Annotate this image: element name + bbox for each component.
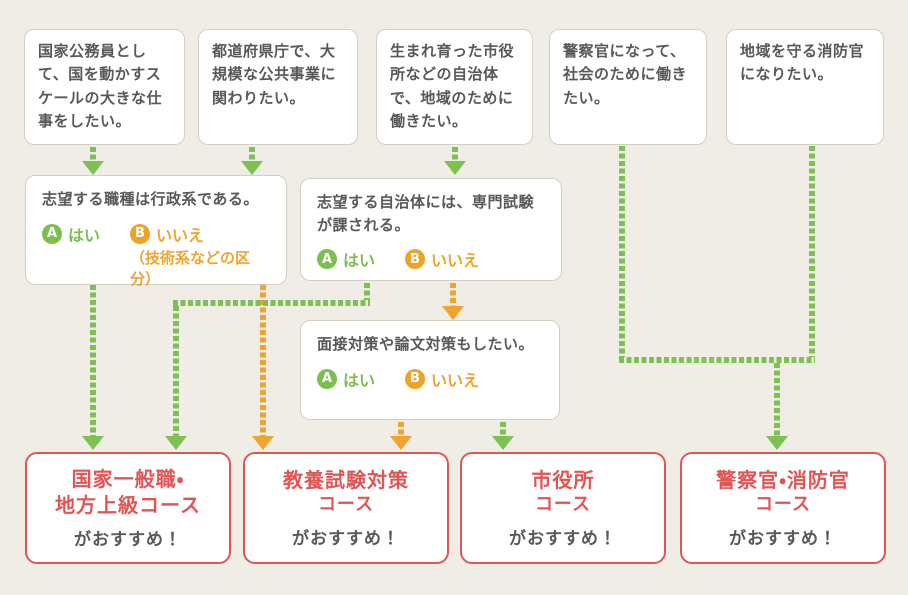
course-line2: コース (534, 494, 592, 516)
statement-box-national: 国家公務員として、国を動かすスケールの大きな仕事をしたい。 (24, 29, 185, 145)
option-a-label: はい (343, 370, 376, 390)
question-text: 面接対策や論文対策もしたい。 (317, 335, 535, 353)
arrow-down-icon (444, 161, 466, 175)
arrow-down-icon (390, 436, 412, 450)
question-box-1: 志望する職種は行政系である。 A はい B いいえ （技術系などの区分） (25, 175, 287, 288)
statement-box-police: 警察官になって、社会のために働きたい。 (549, 29, 707, 145)
statement-text: 地域を守る消防官になりたい。 (740, 42, 865, 84)
course-line1: 警察官・消防官 (716, 468, 850, 493)
course-name: 市役所 コース (532, 467, 595, 516)
connector-police-down (619, 146, 625, 357)
recommend-label: がおすすめ！ (509, 528, 617, 549)
recommend-label: がおすすめ！ (292, 528, 400, 549)
recommend-label: がおすすめ！ (729, 528, 837, 549)
result-box-kyoyo: 教養試験対策 コース がおすすめ！ (243, 452, 449, 564)
statement-text: 都道府県庁で、大規模な公共事業に関わりたい。 (212, 42, 337, 107)
course-name: 国家一般職・ 地方上級コース (55, 466, 201, 518)
option-b-badge-icon: B (405, 249, 426, 269)
arrow-down-icon (442, 306, 464, 320)
connector-q1-no-to-result2 (260, 285, 266, 436)
arrow-down-icon (252, 436, 274, 450)
question-options: A はい B いいえ (317, 367, 543, 391)
connector-q2-yes-horizontal (173, 300, 370, 306)
question-box-2: 志望する自治体には、専門試験が課される。 A はい B いいえ (300, 178, 562, 281)
option-a-badge-icon: A (42, 223, 62, 244)
option-a: A はい (317, 367, 375, 391)
option-a: A はい (42, 222, 100, 246)
option-b-label: いいえ (156, 225, 205, 245)
connector-q3-no-to-result2 (398, 422, 404, 436)
statement-text: 警察官になって、社会のために働きたい。 (563, 42, 688, 107)
option-b: B いいえ (405, 367, 479, 391)
option-a-label: はい (343, 251, 376, 270)
option-b-label: いいえ (431, 370, 480, 390)
course-line2: コース (754, 494, 812, 516)
arrow-down-icon (766, 436, 788, 450)
course-name: 教養試験対策 コース (283, 467, 409, 516)
connector-merge-horizontal (619, 357, 815, 363)
statement-text: 国家公務員として、国を動かすスケールの大きな仕事をしたい。 (38, 42, 163, 130)
option-b-badge-icon: B (405, 368, 426, 389)
connector-statement1-to-q1 (90, 147, 96, 161)
arrow-down-icon (82, 436, 104, 450)
option-b: B いいえ (405, 247, 479, 271)
arrow-down-icon (165, 436, 187, 450)
connector-q2-no-to-q3 (450, 283, 456, 306)
connector-q2-yes-stub (364, 283, 370, 300)
result-box-kokka-chihou: 国家一般職・ 地方上級コース がおすすめ！ (25, 452, 231, 564)
option-b-note: （技術系などの区分） (130, 248, 251, 288)
question-options: A はい B いいえ (42, 222, 270, 246)
course-line1: 国家一般職・ (71, 467, 185, 491)
result-box-keisatsu-shobo: 警察官・消防官 コース がおすすめ！ (680, 452, 886, 564)
arrow-down-icon (82, 161, 104, 175)
arrow-down-icon (492, 436, 514, 450)
option-a: A はい (317, 247, 375, 271)
question-text: 志望する自治体には、専門試験が課される。 (317, 193, 535, 234)
question-options: A はい B いいえ (317, 247, 545, 271)
connector-statement2-to-q1 (249, 147, 255, 161)
course-name: 警察官・消防官 コース (716, 467, 850, 516)
recommend-label: がおすすめ！ (74, 530, 182, 550)
statement-box-cityhall: 生まれ育った市役所などの自治体で、地域のために働きたい。 (376, 29, 533, 145)
connector-q1-yes-to-result1 (90, 285, 96, 436)
connector-statement3-to-q2 (452, 147, 458, 161)
connector-q3-yes-to-result3 (500, 422, 506, 436)
option-a-badge-icon: A (317, 368, 337, 389)
connector-q2-yes-to-result1 (173, 306, 179, 436)
question-text: 志望する職種は行政系である。 (42, 190, 259, 208)
statement-text: 生まれ育った市役所などの自治体で、地域のために働きたい。 (390, 42, 515, 130)
question-box-3: 面接対策や論文対策もしたい。 A はい B いいえ (300, 320, 560, 420)
option-b: B いいえ (130, 222, 204, 246)
option-b-badge-icon: B (130, 223, 151, 244)
course-line1: 市役所 (531, 468, 595, 493)
option-a-badge-icon: A (317, 249, 337, 269)
option-a-label: はい (68, 225, 101, 245)
statement-box-prefecture: 都道府県庁で、大規模な公共事業に関わりたい。 (198, 29, 358, 145)
connector-fire-down (809, 146, 815, 357)
course-line2: 地方上級コース (55, 493, 201, 517)
option-b-label: いいえ (431, 251, 480, 270)
arrow-down-icon (241, 161, 263, 175)
connector-merge-to-result4 (774, 363, 780, 436)
statement-box-fire: 地域を守る消防官になりたい。 (726, 29, 884, 145)
course-line2: コース (317, 494, 375, 516)
course-line1: 教養試験対策 (283, 468, 409, 493)
result-box-shiyakusho: 市役所 コース がおすすめ！ (460, 452, 666, 564)
